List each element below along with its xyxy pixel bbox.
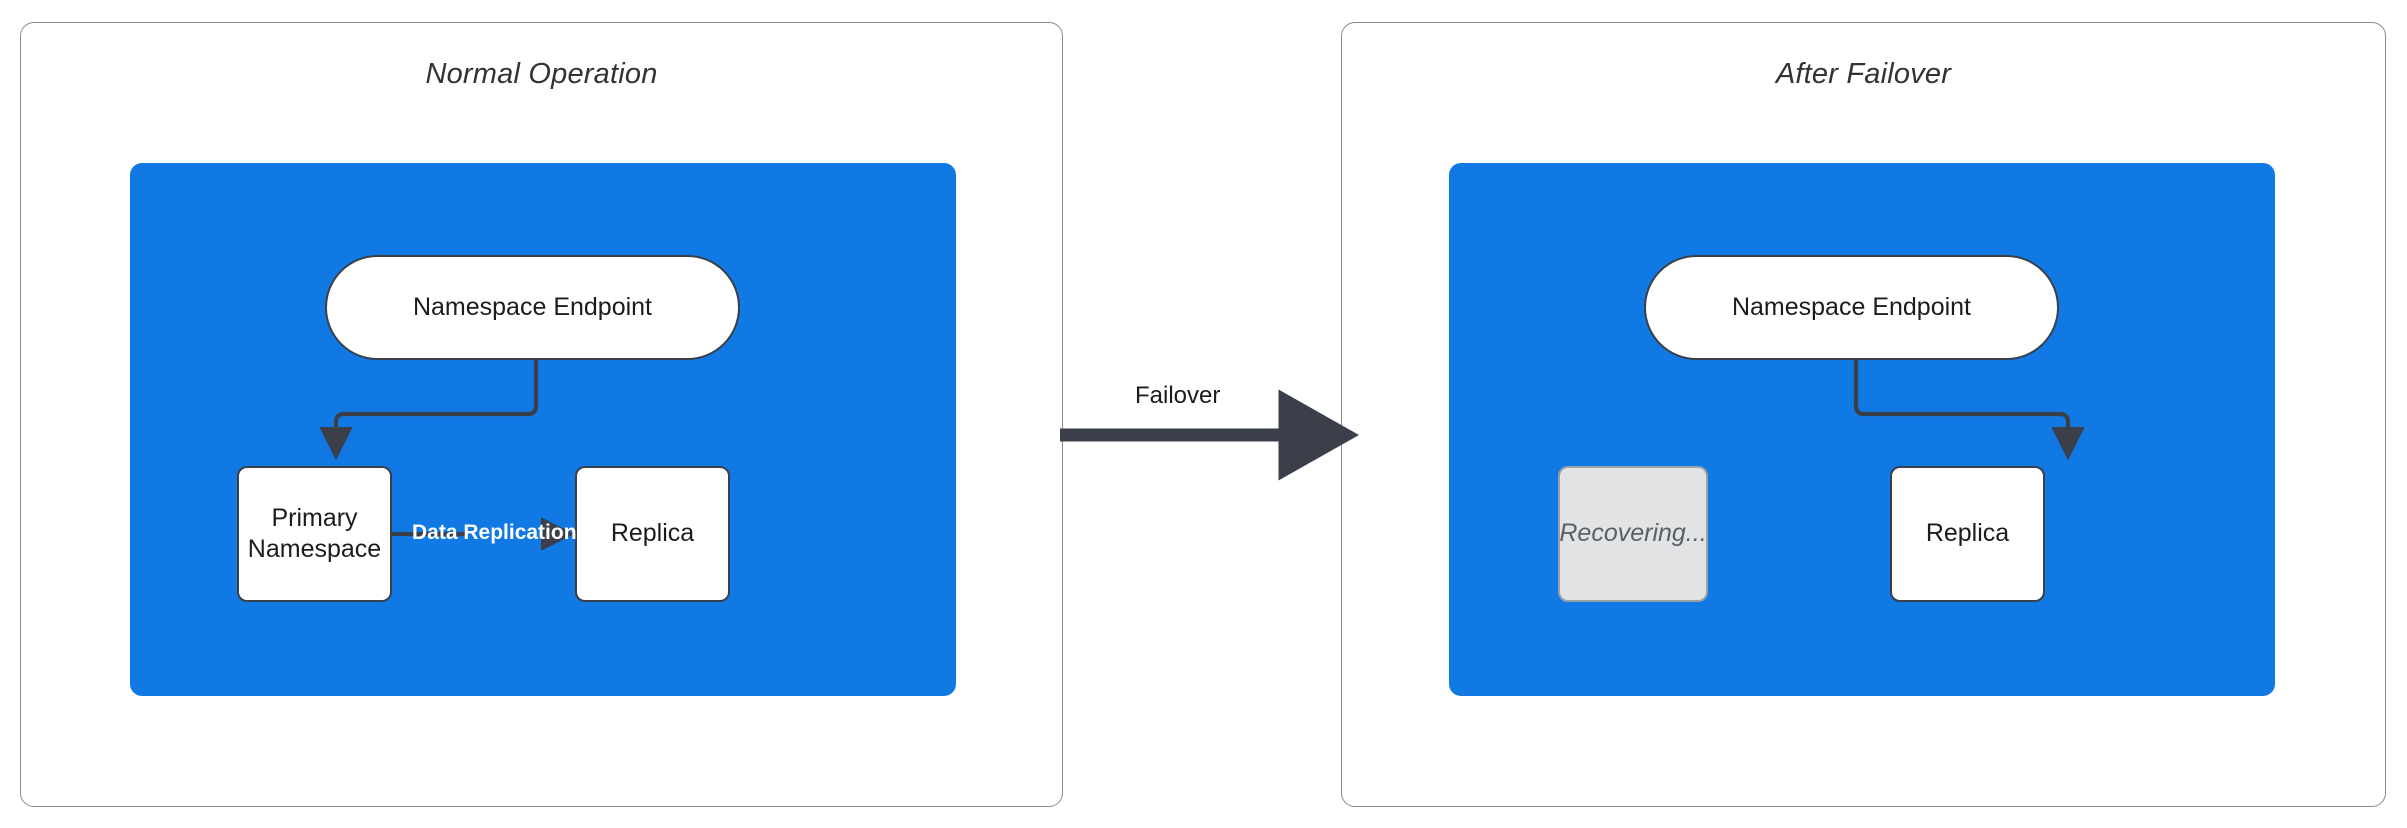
edge-label-failover: Failover <box>1135 382 1221 409</box>
node-namespace-endpoint-failover[interactable]: Namespace Endpoint <box>1644 255 2059 360</box>
node-namespace-endpoint-primary[interactable]: Namespace Endpoint <box>325 255 740 360</box>
node-primary-line1: Primary <box>271 503 358 532</box>
node-replica-primary-site[interactable]: Replica <box>575 466 730 602</box>
node-primary-namespace[interactable]: Primary Namespace <box>237 466 392 602</box>
panel-normal-operation-title: Normal Operation <box>425 58 658 90</box>
region-failover-site <box>1449 163 2275 696</box>
node-replica-failover-site[interactable]: Replica <box>1890 466 2045 602</box>
region-primary-site <box>130 163 956 696</box>
edge-label-data-replication: Data Replication <box>412 521 577 544</box>
node-primary-line2: Namespace <box>247 535 382 563</box>
node-primary-namespace-label: Primary Namespace <box>248 503 381 566</box>
panel-after-failover-title: After Failover <box>1775 58 1952 90</box>
node-recovering[interactable]: Recovering... <box>1558 466 1708 602</box>
